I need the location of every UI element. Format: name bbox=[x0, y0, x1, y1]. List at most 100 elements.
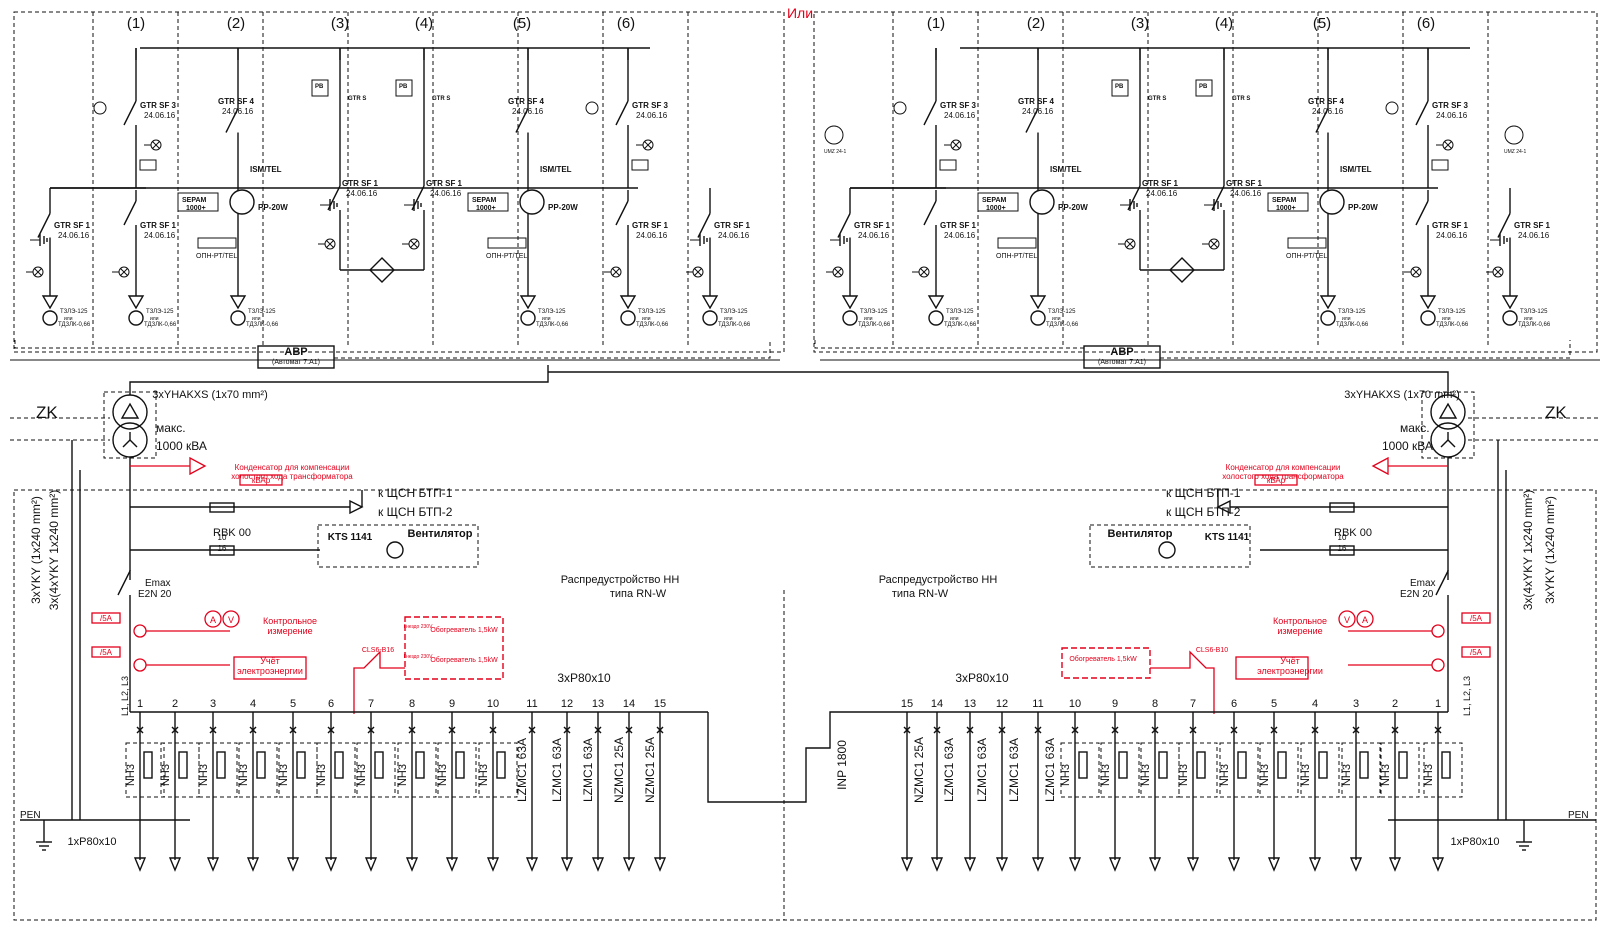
nh3-enclosure bbox=[478, 742, 518, 798]
nh3-label-right: NH3 bbox=[1219, 764, 1231, 786]
relay-box-icon bbox=[631, 159, 649, 171]
pb-label: РВ bbox=[399, 84, 408, 90]
nh3-enclosure bbox=[1219, 742, 1259, 798]
motor-icon bbox=[893, 101, 907, 115]
ct-or-label: или bbox=[1052, 316, 1061, 322]
feeder-arrow-icon bbox=[591, 857, 605, 872]
feeder-number-left: 9 bbox=[449, 698, 455, 710]
sf1-date: 24.06.16 bbox=[346, 189, 378, 198]
nh3-fuse-icon bbox=[1398, 751, 1408, 779]
sf1-date: 24.06.16 bbox=[58, 231, 90, 240]
motor-icon bbox=[93, 101, 107, 115]
ct-triangle bbox=[1029, 295, 1047, 310]
feeder-number-right: 15 bbox=[901, 698, 913, 710]
ct-or-label: или bbox=[724, 316, 733, 322]
feeder-tick bbox=[1434, 726, 1442, 734]
transformer-icon bbox=[103, 391, 157, 580]
zk-right: ZK bbox=[1545, 403, 1567, 422]
nh3-label-left: NH3 bbox=[316, 764, 328, 786]
trafo-winding-hv bbox=[112, 394, 148, 430]
feeder-number-right: 10 bbox=[1069, 698, 1081, 710]
nh3-enclosure bbox=[238, 742, 278, 798]
feeder-arrow-icon bbox=[900, 857, 914, 872]
sepam-label: SEPAM bbox=[182, 197, 207, 204]
kshsn1-right: к ЩСН БТП-1 bbox=[1166, 486, 1241, 500]
emax-model-left: E2N 20 bbox=[138, 589, 172, 600]
feeder-number-left: 1 bbox=[137, 698, 143, 710]
nh3-label-left: NH3 bbox=[437, 764, 449, 786]
switch-blade bbox=[697, 213, 711, 238]
switch-blade bbox=[117, 570, 131, 596]
ct-or-label: или bbox=[1442, 316, 1451, 322]
nh3-label-right: NH3 bbox=[1341, 764, 1353, 786]
nh3-label-left: NH3 bbox=[478, 764, 490, 786]
feeder-arrow-icon bbox=[364, 857, 378, 872]
ct-type-label: ТЗЛЭ-125 bbox=[1338, 309, 1366, 315]
sf4-label: GTR SF 4 bbox=[218, 97, 255, 106]
mccb-label-right: LZMC1 63A bbox=[1043, 738, 1057, 802]
ct-type-label: ТЗЛЭ-125 bbox=[638, 309, 666, 315]
feeder-arrow-icon bbox=[1148, 857, 1162, 872]
motor-icon bbox=[1385, 101, 1399, 115]
ct-circle bbox=[520, 310, 536, 326]
ct-5a-box bbox=[1461, 646, 1491, 658]
hv-cable-label-left: 3xYHAKXS (1x70 mm²) bbox=[152, 389, 268, 401]
fuse-rating-bot: 16 bbox=[218, 544, 227, 553]
switch-blade bbox=[123, 100, 137, 126]
nh3-enclosure bbox=[198, 742, 238, 798]
sepam-label: SEPAM bbox=[982, 197, 1007, 204]
lamp-x2 bbox=[1494, 268, 1502, 276]
sepam-model: 1000+ bbox=[1276, 205, 1296, 212]
sf1-date: 24.06.16 bbox=[430, 189, 462, 198]
sf1-label: GTR SF 1 bbox=[54, 221, 91, 230]
feeder-number-right: 14 bbox=[931, 698, 943, 710]
switch-blade bbox=[615, 200, 629, 226]
feeder-tick bbox=[136, 726, 144, 734]
lamp-icon bbox=[112, 266, 130, 278]
meas-label-right-1: Контрольное bbox=[1273, 616, 1327, 626]
sf4-date: 24.06.16 bbox=[222, 107, 254, 116]
heater-feed bbox=[1150, 650, 1215, 714]
ct-type-label: ТЗЛЭ-125 bbox=[538, 309, 566, 315]
kshsn2-right: к ЩСН БТП-2 bbox=[1166, 505, 1241, 519]
sf1-breaker-symbol bbox=[1497, 205, 1511, 250]
nh3-enclosure bbox=[356, 742, 396, 798]
heater-feed bbox=[353, 650, 405, 714]
feeder-tick bbox=[1034, 726, 1042, 734]
lamp-x2 bbox=[410, 240, 418, 248]
kvar-label: кВАр bbox=[1267, 476, 1286, 485]
lamp-icon bbox=[1202, 238, 1220, 250]
feeder-tick bbox=[528, 726, 536, 734]
rbk-right: RBK 00 bbox=[1334, 527, 1372, 539]
avr-label-left: АВР bbox=[284, 346, 307, 358]
hv-cable-label-right: 3xYHAKXS (1x70 mm²) bbox=[1344, 389, 1460, 401]
lamp-icon bbox=[144, 139, 162, 151]
ct-triangle bbox=[41, 295, 59, 310]
ism-label: ISM/TEL bbox=[250, 165, 282, 174]
ammeter-icon bbox=[1356, 610, 1374, 628]
mv-switchgear-frames bbox=[13, 11, 1598, 921]
nh3-label-left: NH3 bbox=[278, 764, 290, 786]
ct-triangle bbox=[127, 295, 145, 310]
feeder-tick bbox=[489, 726, 497, 734]
ct-triangle bbox=[619, 295, 637, 310]
fuse-rating-top: 10 bbox=[218, 533, 227, 542]
nh3-label-left: NH3 bbox=[198, 764, 210, 786]
switch-blade bbox=[837, 213, 851, 238]
trafo-power-left: 1000 кВА bbox=[156, 439, 207, 453]
pb-box-icon bbox=[1195, 79, 1213, 97]
lamp-x2 bbox=[834, 268, 842, 276]
mccb-label-left: NZMC1 25A bbox=[643, 737, 657, 803]
feeder-number-left: 8 bbox=[409, 698, 415, 710]
feeder-number-right: 12 bbox=[996, 698, 1008, 710]
feeder-number-right: 2 bbox=[1392, 698, 1398, 710]
earthing-switch-icon bbox=[30, 234, 48, 246]
nh3-fuse-icon bbox=[1196, 751, 1206, 779]
ct-alt-label: ТДЗЛК-0,66 bbox=[246, 322, 279, 328]
feeder-arrow-icon bbox=[405, 857, 419, 872]
pp-label: PP-20W bbox=[258, 203, 288, 212]
ct-type-label: ТЗЛЭ-125 bbox=[60, 309, 88, 315]
